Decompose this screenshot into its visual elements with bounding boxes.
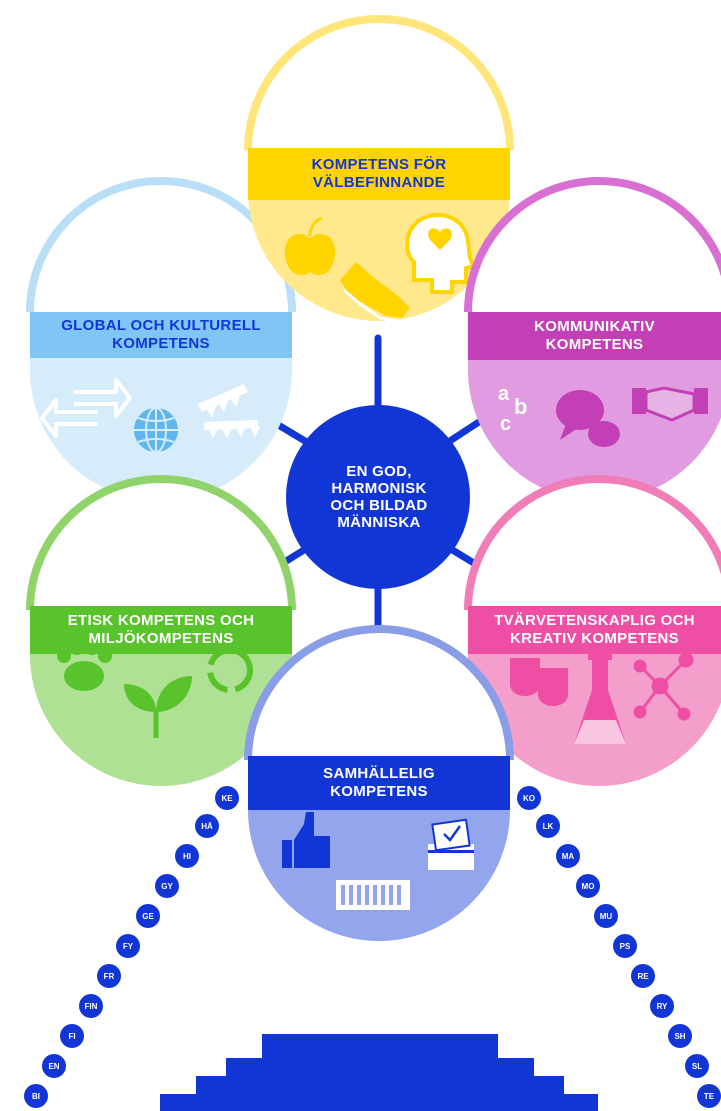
subject-te: TE <box>697 1084 721 1108</box>
subject-ps: PS <box>613 934 637 958</box>
apple-icon <box>284 216 336 276</box>
subject-ha: HÄ <box>195 814 219 838</box>
center-label: EN GOD, HARMONISK OCH BILDAD MÄNNISKA <box>330 463 428 531</box>
subject-sl: SL <box>685 1054 709 1078</box>
subject-lk: LK <box>536 814 560 838</box>
wellbeing-competence-capsule <box>244 15 514 324</box>
subject-re: RE <box>631 964 655 988</box>
subject-mo: MO <box>576 874 600 898</box>
communicative-competence-capsule: a b c <box>464 177 721 501</box>
communicative-competence-label: KOMMUNIKATIV KOMPETENS <box>534 318 655 353</box>
subject-ko: KO <box>517 786 541 810</box>
building-icon <box>336 880 410 910</box>
svg-text:c: c <box>500 413 511 435</box>
societal-competence-capsule <box>244 625 514 941</box>
center-circle <box>286 405 470 589</box>
abc-letters-icon: a b c <box>498 383 527 435</box>
subject-ry: RY <box>650 994 674 1018</box>
arrows-icon <box>40 378 132 438</box>
speech-bubbles-icon <box>556 390 620 447</box>
wellbeing-competence-label: KOMPETENS FÖR VÄLBEFINNANDE <box>311 156 447 191</box>
paw-icon <box>57 641 112 691</box>
network-icon <box>633 652 694 721</box>
handshake-icon <box>632 386 708 422</box>
globe-icon <box>134 407 178 453</box>
subject-fin: FIN <box>79 994 103 1018</box>
subject-gy: GY <box>155 874 179 898</box>
interdisciplinary-competence-capsule <box>464 475 721 786</box>
subject-fr: FR <box>97 964 121 988</box>
ballot-box-icon <box>428 818 474 870</box>
recycle-icon <box>207 647 253 693</box>
theater-masks-icon <box>510 658 568 706</box>
stepped-pyramid <box>160 1034 598 1111</box>
subject-ke: KE <box>215 786 239 810</box>
subject-ma: MA <box>556 844 580 868</box>
svg-text:b: b <box>514 394 527 419</box>
interdisciplinary-competence-label: TVÄRVETENSKAPLIG OCH KREATIV KOMPETENS <box>494 612 695 647</box>
subject-en: EN <box>42 1054 66 1078</box>
ethical-competence-capsule <box>26 475 296 786</box>
subject-hi: HI <box>175 844 199 868</box>
ethical-competence-label: ETISK KOMPETENS OCH MILJÖKOMPETENS <box>67 612 255 647</box>
subject-mu: MU <box>594 904 618 928</box>
bunting-icon <box>198 384 260 438</box>
flask-icon <box>574 652 626 744</box>
head-heart-icon <box>405 213 478 294</box>
thumbs-up-icon <box>282 812 330 868</box>
sneaker-icon <box>340 262 410 324</box>
subject-fi: FI <box>60 1024 84 1048</box>
subject-fy: FY <box>116 934 140 958</box>
svg-text:a: a <box>498 383 510 405</box>
global-competence-label: GLOBAL OCH KULTURELL KOMPETENS <box>61 317 261 352</box>
subject-ge: GE <box>136 904 160 928</box>
subject-bi: BI <box>24 1084 48 1108</box>
sprout-icon <box>124 676 192 738</box>
societal-competence-label: SAMHÄLLELIG KOMPETENS <box>323 765 435 800</box>
subject-sh: SH <box>668 1024 692 1048</box>
